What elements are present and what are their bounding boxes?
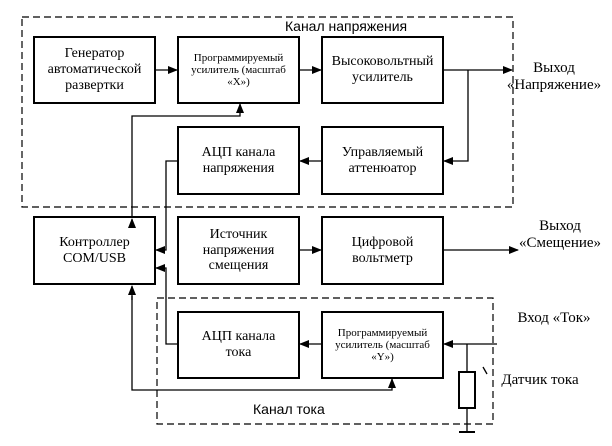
voltage-channel-title: Канал напряжения [285, 18, 408, 34]
current-sensor-label: Датчик тока [501, 372, 579, 388]
output-voltage-label: Выход «Напряжение» [506, 60, 602, 94]
adc-voltage-box [177, 126, 300, 195]
sensor-tick [482, 366, 488, 375]
prog-amp-y-box [321, 311, 444, 379]
current-channel-boundary [156, 297, 494, 425]
adc-voltage-label: АЦП канала напряжения [201, 144, 276, 176]
current-sensor-resistor [458, 371, 476, 409]
hv-amp-label: Высоковольтный усилитель [331, 54, 434, 85]
output-bias-label: Выход «Смещение» [518, 218, 602, 252]
controller-label: Контроллер COM/USB [59, 234, 130, 266]
line-adcv-to-controller [155, 160, 178, 254]
line-output-to-attenuator [443, 70, 469, 165]
input-current-label: Вход «Ток» [517, 310, 591, 326]
line-controller-ampy [131, 296, 396, 391]
current-channel-title: Канал тока [253, 401, 325, 417]
bias-source-box [177, 216, 300, 285]
hv-amp-box [321, 36, 444, 104]
line-adci-to-controller [155, 264, 178, 345]
voltage-channel-boundary [21, 16, 514, 208]
prog-amp-y-label: Программируемый усилитель (масштаб «Y») [335, 326, 430, 364]
prog-amp-x-label: Программируемый усилитель (масштаб «X») [191, 51, 286, 89]
attenuator-label: Управляемый аттенюатор [341, 144, 424, 176]
controller-box [33, 216, 156, 285]
line-controller-ampx [131, 103, 244, 216]
adc-current-label: АЦП канала тока [201, 329, 276, 360]
bias-source-label: Источник напряжения смещения [202, 226, 275, 274]
sweep-generator-label: Генератор автоматической развертки [47, 46, 142, 93]
voltmeter-label: Цифровой вольтметр [351, 234, 414, 266]
